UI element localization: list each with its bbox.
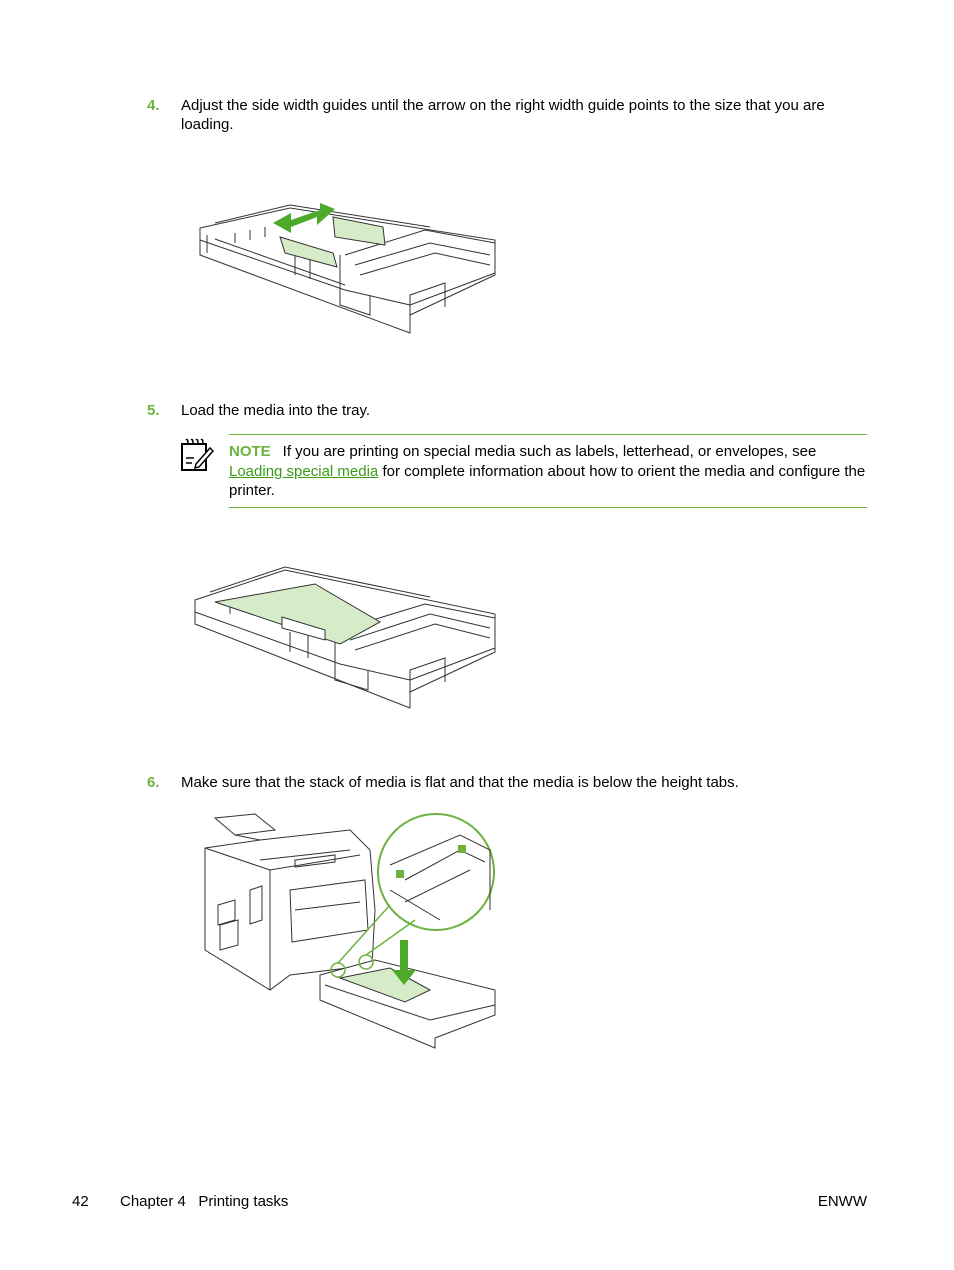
note-pad-icon [181, 438, 214, 471]
step-number: 5. [147, 402, 160, 419]
note-body: NOTE If you are printing on special media… [229, 442, 867, 501]
loading-special-media-link[interactable]: Loading special media [229, 462, 379, 480]
note-text-before: If you are printing on special media suc… [282, 443, 817, 460]
step-text: Load the media into the tray. [181, 402, 371, 419]
edition-label: ENWW [817, 1193, 867, 1210]
tray-media-loaded-figure [194, 566, 496, 709]
step-text: Adjust the side width guides until the a… [181, 97, 825, 133]
note-box: NOTE If you are printing on special media… [229, 434, 867, 508]
step-number: 6. [147, 774, 160, 791]
chapter-title: Chapter 4 Printing tasks [120, 1193, 289, 1210]
printer-tray-height-tabs-figure [204, 813, 496, 1049]
page-number: 42 [72, 1193, 89, 1210]
step-number: 4. [147, 97, 160, 114]
note-text-after: for complete information about how to or… [229, 462, 866, 500]
step-text: Make sure that the stack of media is fla… [181, 774, 739, 791]
note-label: NOTE [229, 443, 271, 460]
tray-width-guides-figure [199, 203, 496, 334]
